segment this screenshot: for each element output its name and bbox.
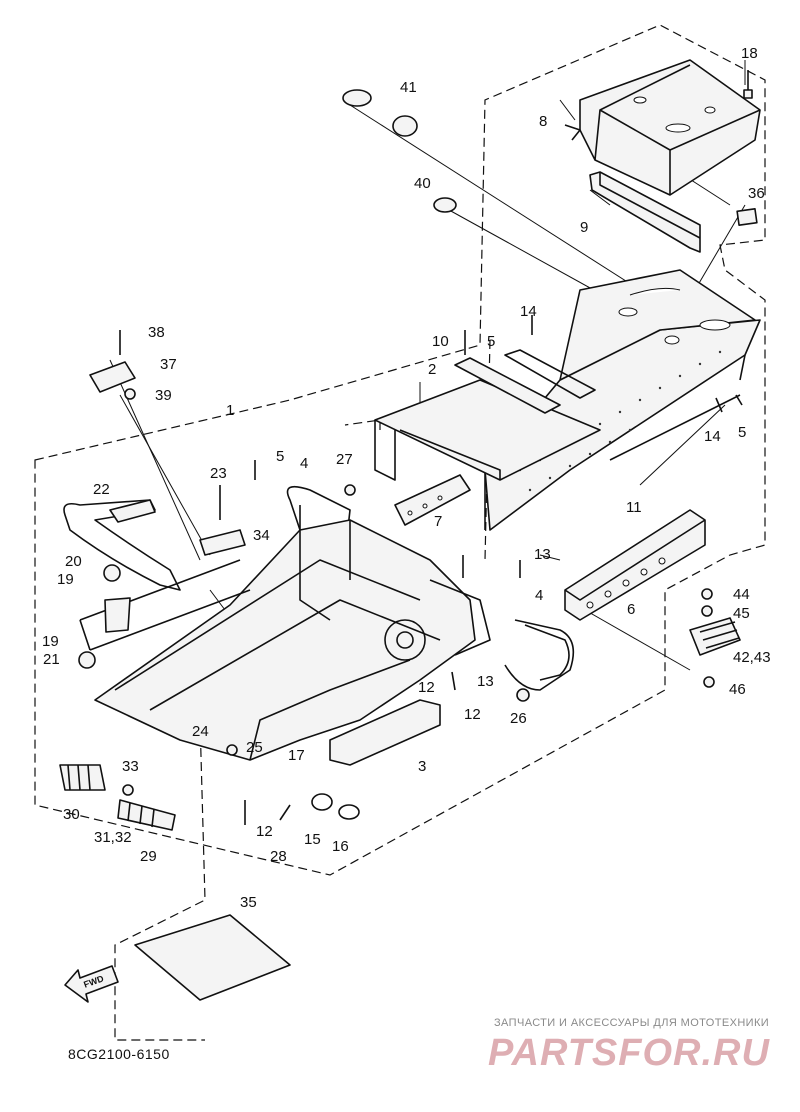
watermark-tagline: ЗАПЧАСТИ И АКСЕССУАРЫ ДЛЯ МОТОТЕХНИКИ bbox=[494, 1017, 770, 1029]
drawing-code: 8CG2100-6150 bbox=[68, 1046, 170, 1062]
floor-mat-35 bbox=[134, 914, 291, 1001]
callout-27: 27 bbox=[336, 451, 353, 468]
callout-19a: 19 bbox=[57, 571, 74, 588]
callout-44: 44 bbox=[733, 586, 750, 603]
callout-18: 18 bbox=[741, 45, 758, 62]
callout-39: 39 bbox=[155, 387, 172, 404]
callout-13a: 13 bbox=[534, 546, 551, 563]
clamp-16 bbox=[338, 804, 360, 820]
cross-member-2 bbox=[374, 379, 601, 481]
plate-34 bbox=[199, 485, 246, 556]
washer-45 bbox=[701, 605, 713, 617]
bracket-37 bbox=[89, 361, 136, 393]
callout-9: 9 bbox=[580, 219, 588, 236]
callout-25: 25 bbox=[246, 739, 263, 756]
watermark-logo: PARTSFOR.RU bbox=[488, 1032, 770, 1074]
rear-frame-plate-1 bbox=[484, 269, 761, 531]
callout-41: 41 bbox=[400, 79, 417, 96]
callout-14a: 14 bbox=[520, 303, 537, 320]
grab-handle-4b bbox=[504, 619, 575, 691]
fwd-arrow-icon: FWD bbox=[64, 965, 119, 1003]
main-frame-chassis bbox=[79, 519, 491, 761]
front-bar-22 bbox=[63, 499, 181, 591]
callout-29: 29 bbox=[140, 848, 157, 865]
callout-3: 3 bbox=[418, 758, 426, 775]
bolt-44 bbox=[701, 588, 713, 600]
callout-40: 40 bbox=[414, 175, 431, 192]
callout-16: 16 bbox=[332, 838, 349, 855]
callout-labels: 1 2 3 4 4 5 5 5 6 7 8 9 10 11 12 12 12 1… bbox=[42, 45, 771, 911]
callout-31-32: 31,32 bbox=[94, 829, 132, 846]
clamp-15 bbox=[311, 793, 333, 811]
callout-42-43: 42,43 bbox=[733, 649, 771, 666]
callout-36: 36 bbox=[748, 185, 765, 202]
seat-bracket-8 bbox=[564, 59, 761, 196]
callout-45: 45 bbox=[733, 605, 750, 622]
bracket-7 bbox=[394, 474, 471, 526]
channel-bracket-9 bbox=[589, 171, 701, 253]
callout-11: 11 bbox=[626, 499, 642, 516]
callout-12b: 12 bbox=[464, 706, 481, 723]
callout-2: 2 bbox=[428, 361, 436, 378]
rod-11 bbox=[609, 394, 741, 461]
callout-1: 1 bbox=[226, 402, 234, 419]
pad-36 bbox=[736, 208, 758, 226]
small-hardware bbox=[78, 315, 743, 825]
nut-39 bbox=[124, 388, 136, 400]
callout-33: 33 bbox=[122, 758, 139, 775]
rail-10 bbox=[454, 349, 596, 414]
callout-12a: 12 bbox=[418, 679, 435, 696]
callout-38: 38 bbox=[148, 324, 165, 341]
callout-23: 23 bbox=[210, 465, 227, 482]
callout-10: 10 bbox=[432, 333, 449, 350]
callout-30: 30 bbox=[63, 806, 80, 823]
callout-6: 6 bbox=[627, 601, 635, 618]
callout-20: 20 bbox=[65, 553, 82, 570]
callout-5c: 5 bbox=[738, 424, 746, 441]
grommets-40-41 bbox=[342, 89, 457, 213]
side-rail-6 bbox=[564, 509, 706, 621]
callout-26: 26 bbox=[510, 710, 527, 727]
callout-12c: 12 bbox=[256, 823, 273, 840]
callout-4a: 4 bbox=[300, 455, 308, 472]
callout-5b: 5 bbox=[276, 448, 284, 465]
callout-14b: 14 bbox=[704, 428, 721, 445]
callout-35: 35 bbox=[240, 894, 257, 911]
callout-34: 34 bbox=[253, 527, 270, 544]
callout-19b: 19 bbox=[42, 633, 59, 650]
callout-7: 7 bbox=[434, 513, 442, 530]
callout-15: 15 bbox=[304, 831, 321, 848]
callout-21: 21 bbox=[43, 651, 60, 668]
callout-24: 24 bbox=[192, 723, 209, 740]
callout-46: 46 bbox=[729, 681, 746, 698]
callout-8: 8 bbox=[539, 113, 547, 130]
nut-46 bbox=[703, 676, 715, 688]
callout-4b: 4 bbox=[535, 587, 543, 604]
callout-22: 22 bbox=[93, 481, 110, 498]
callout-37: 37 bbox=[160, 356, 177, 373]
callout-5a: 5 bbox=[487, 333, 495, 350]
bushing-29 bbox=[117, 799, 176, 831]
pad-42-43 bbox=[689, 617, 741, 656]
callout-17: 17 bbox=[288, 747, 305, 764]
callout-13b: 13 bbox=[477, 673, 494, 690]
skid-plate-3 bbox=[329, 699, 441, 766]
callout-28: 28 bbox=[270, 848, 287, 865]
bushing-30 bbox=[59, 764, 106, 791]
bolt-18 bbox=[743, 70, 753, 99]
